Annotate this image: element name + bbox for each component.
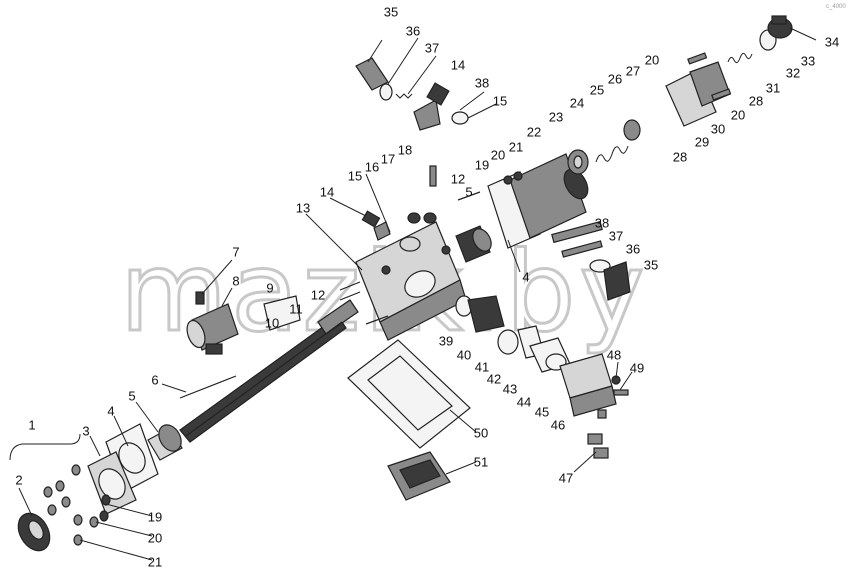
small-spring [727, 52, 753, 64]
callout-31: 31 [766, 80, 780, 95]
callout-8: 8 [232, 273, 239, 288]
dowel-pin-right [457, 191, 481, 201]
large-gasket [347, 339, 471, 449]
plunger-right [551, 220, 631, 301]
bushing-left [147, 424, 183, 461]
coil-spring [595, 145, 629, 163]
callout-19: 19 [148, 509, 162, 524]
callout-20: 20 [731, 107, 745, 122]
callout-32: 32 [786, 65, 800, 80]
callout-42: 42 [487, 371, 501, 386]
valve-plate-stack [455, 295, 571, 373]
sensor-switch [361, 210, 391, 241]
gearbox-housing [355, 221, 467, 341]
callout-12: 12 [311, 287, 325, 302]
callout-50: 50 [474, 425, 488, 440]
callout-14: 14 [451, 57, 465, 72]
callout-1: 1 [28, 417, 35, 432]
callout-37: 37 [609, 228, 623, 243]
callout-12: 12 [451, 171, 465, 186]
upper-housing [487, 153, 589, 249]
callout-38: 38 [475, 75, 489, 90]
callout-29: 29 [695, 134, 709, 149]
callout-3: 3 [82, 423, 89, 438]
callout-24: 24 [570, 95, 584, 110]
callout-28: 28 [673, 149, 687, 164]
callout-46: 46 [551, 417, 565, 432]
bottom-cover [387, 451, 451, 501]
callout-20: 20 [645, 52, 659, 67]
cover-bolts [687, 52, 732, 101]
callout-13: 13 [296, 200, 310, 215]
callout-36: 36 [406, 23, 420, 38]
gasket-9 [263, 295, 301, 331]
callout-20: 20 [491, 147, 505, 162]
callout-21: 21 [509, 139, 523, 154]
callout-22: 22 [527, 124, 541, 139]
end-cap [767, 15, 793, 39]
callout-47: 47 [559, 470, 573, 485]
callout-5: 5 [465, 184, 472, 199]
solenoid-block [559, 353, 617, 417]
callout-21: 21 [148, 554, 162, 569]
callout-9: 9 [266, 280, 273, 295]
callout-5: 5 [128, 388, 135, 403]
leader-lines [9, 27, 817, 561]
shift-cylinder [186, 291, 239, 355]
callout-4: 4 [522, 269, 529, 284]
callout-15: 15 [348, 168, 362, 183]
callout-41: 41 [475, 359, 489, 374]
callout-19: 19 [475, 157, 489, 172]
callout-51: 51 [474, 454, 488, 469]
callout-38: 38 [595, 215, 609, 230]
callout-23: 23 [549, 109, 563, 124]
callout-14: 14 [320, 184, 334, 199]
bolts-top [399, 165, 437, 252]
callout-30: 30 [711, 121, 725, 136]
corner-code: c_4000 [826, 4, 846, 10]
callout-40: 40 [457, 347, 471, 362]
callout-11: 11 [289, 301, 303, 316]
callout-18: 18 [398, 142, 412, 157]
callout-16: 16 [365, 159, 379, 174]
callout-17: 17 [381, 151, 395, 166]
callout-39: 39 [439, 333, 453, 348]
callout-36: 36 [626, 241, 640, 256]
callout-26: 26 [608, 71, 622, 86]
callout-7: 7 [232, 244, 239, 259]
callout-25: 25 [590, 82, 604, 97]
callout-44: 44 [517, 394, 531, 409]
callout-49: 49 [630, 360, 644, 375]
callout-6: 6 [151, 372, 158, 387]
callout-48: 48 [607, 347, 621, 362]
callout-20: 20 [148, 530, 162, 545]
fittings [587, 375, 629, 459]
callout-4: 4 [107, 403, 114, 418]
callout-45: 45 [535, 404, 549, 419]
callout-15: 15 [493, 93, 507, 108]
callout-35: 35 [644, 257, 658, 272]
callout-35: 35 [384, 4, 398, 19]
bushing-center [455, 225, 492, 263]
callout-2: 2 [15, 472, 22, 487]
callout-37: 37 [425, 40, 439, 55]
callout-33: 33 [801, 53, 815, 68]
seal-ring [17, 512, 51, 552]
bearing [567, 149, 589, 175]
callout-10: 10 [265, 315, 279, 330]
callout-28: 28 [749, 93, 763, 108]
shim-rod [179, 375, 237, 399]
callout-43: 43 [503, 381, 517, 396]
dowel-pins-left [339, 281, 389, 325]
valve-body-top [355, 57, 469, 131]
callout-27: 27 [626, 63, 640, 78]
spring-cup [623, 119, 641, 141]
callout-34: 34 [825, 34, 839, 49]
flange-left [87, 451, 137, 515]
shaft [179, 299, 359, 443]
end-cover [665, 61, 731, 127]
